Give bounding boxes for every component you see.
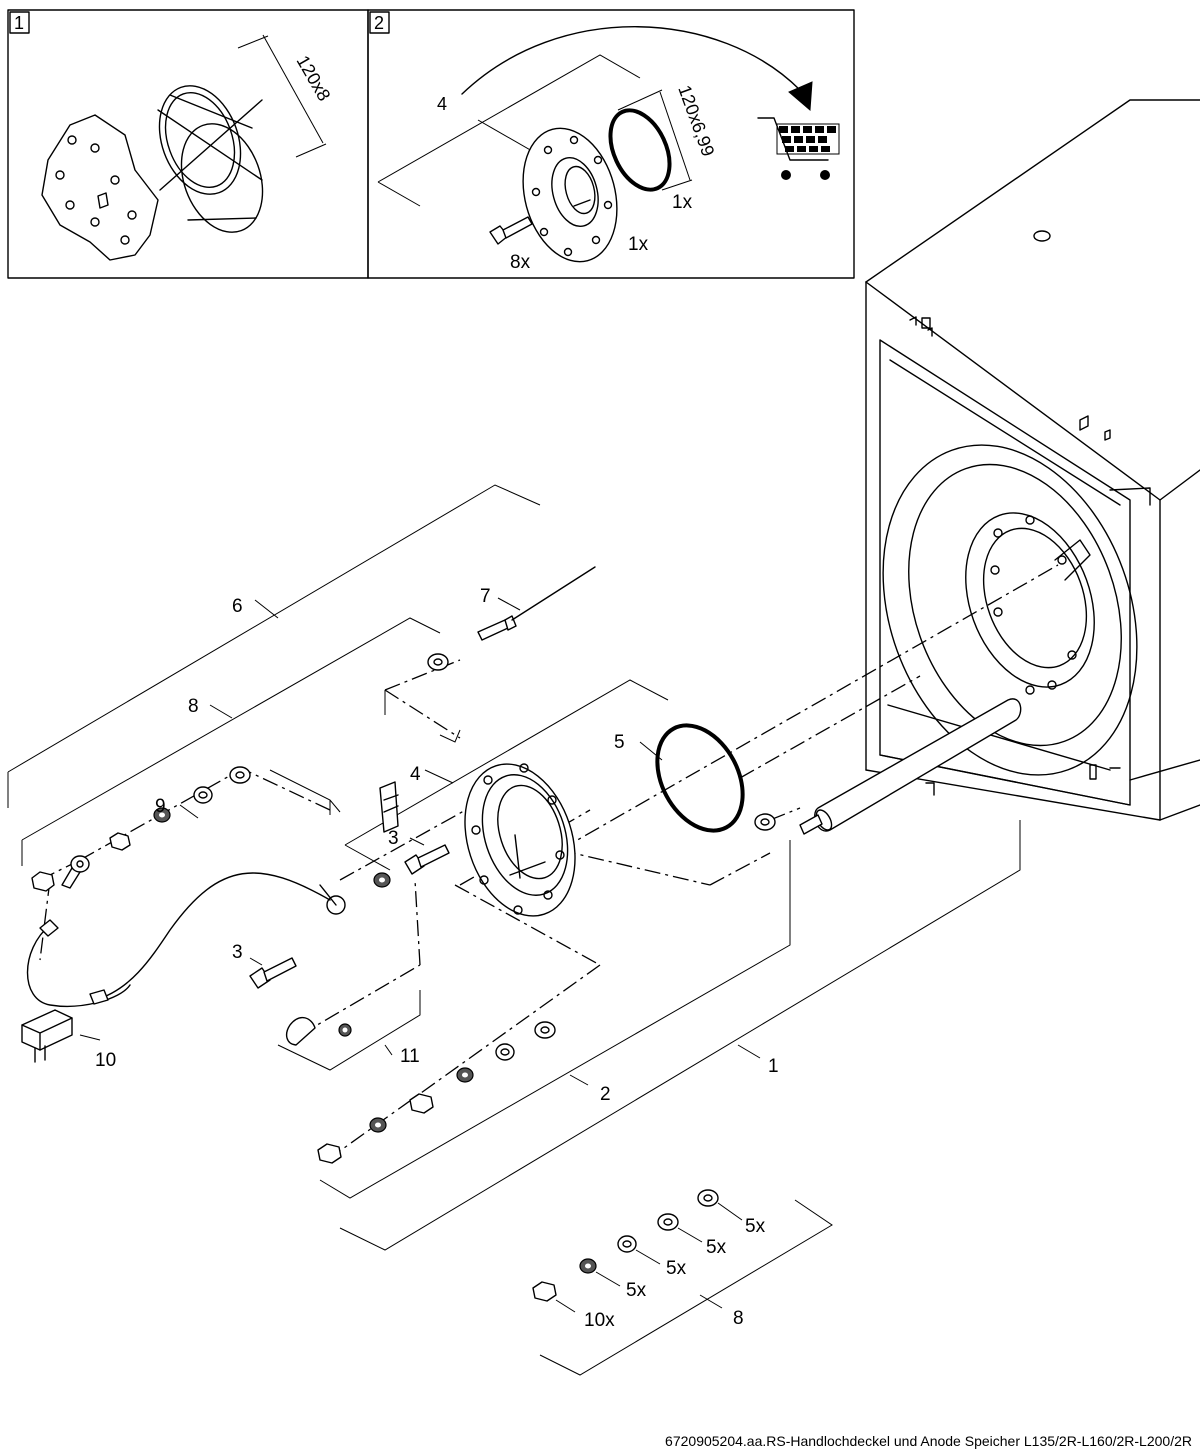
old-gasket-crossed-out (157, 85, 264, 233)
kit-qty-3: 5x (666, 1258, 687, 1279)
callout-7: 7 (480, 586, 491, 607)
shopping-cart-icon (757, 117, 840, 180)
kit-qty-1: 5x (745, 1216, 766, 1237)
panel-1-number-box (9, 11, 30, 34)
callout-4: 4 (410, 764, 421, 785)
panel-2-qty-bolts: 8x (510, 252, 531, 273)
anode-cable (26, 872, 331, 1007)
callout-10: 10 (95, 1050, 116, 1071)
dimension-arrow-120x8: 120x8 (237, 34, 335, 158)
new-cover (522, 127, 618, 263)
cover-hardware (285, 781, 399, 1046)
panel-1: 1 120x8 (7, 9, 369, 279)
upper-hardware-stack (31, 766, 251, 892)
panel-2-dimension: 120x6,99 (674, 83, 718, 159)
kit-qty-5: 10x (584, 1310, 615, 1331)
callout-5: 5 (614, 732, 625, 753)
figure-caption: 6720905204.aa.RS-Handlochdeckel und Anod… (665, 1433, 1192, 1449)
panel-2-qty-ring: 1x (672, 192, 693, 213)
lower-hardware-stack (317, 1021, 556, 1164)
callout-1: 1 (768, 1056, 779, 1077)
anode-rod (799, 698, 1022, 835)
callout-9: 9 (155, 796, 166, 817)
panel-2-callout-4: 4 (437, 94, 447, 114)
panel-2-number-box (369, 11, 390, 34)
panel-2: 2 4 (367, 9, 855, 279)
callout-3-lower: 3 (232, 942, 243, 963)
panel-1-number: 1 (14, 13, 24, 33)
plug-adapter (21, 1009, 73, 1063)
curved-arrow (461, 26, 801, 95)
tank-top-opening (1033, 230, 1051, 242)
sensor-washer (427, 653, 449, 671)
bolt-upper (404, 844, 450, 875)
storage-tank (865, 99, 1200, 821)
bolt-lower (249, 957, 297, 989)
kit-qty-2: 5x (706, 1237, 727, 1258)
callout-2: 2 (600, 1084, 611, 1105)
callout-8-upper: 8 (188, 696, 199, 717)
sensor-rod (477, 566, 596, 641)
new-bolt (489, 216, 533, 245)
callout-6: 6 (232, 596, 243, 617)
panel-2-qty-cover: 1x (628, 234, 649, 255)
new-gasket (608, 108, 672, 192)
panel-1-dimension: 120x8 (293, 52, 335, 104)
callout-3-upper: 3 (388, 828, 399, 849)
callout-brackets (7, 484, 1021, 1376)
hand-hole-cover (464, 763, 576, 917)
kit-qty-4: 5x (626, 1280, 647, 1301)
kit-parts (532, 1189, 743, 1313)
callout-8-lower: 8 (733, 1308, 744, 1329)
anode-washer (754, 813, 776, 831)
gasket-ring (655, 723, 745, 833)
old-cover-plate (41, 114, 159, 261)
panel-2-number: 2 (374, 13, 384, 33)
callout-11: 11 (400, 1046, 420, 1067)
